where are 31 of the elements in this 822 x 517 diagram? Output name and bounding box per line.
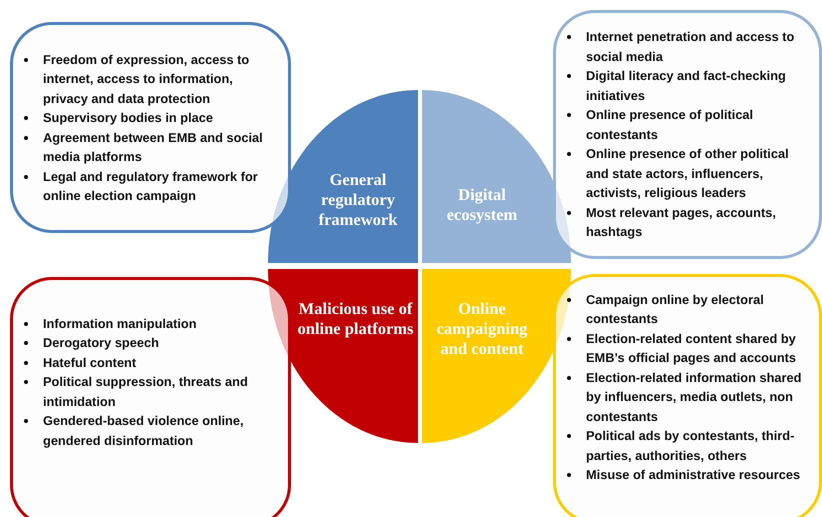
bullet-item: Election-related content shared by EMB’s official pages and accounts: [586, 330, 798, 367]
bullet-card: [10, 22, 291, 233]
bullet-item: Election-related information shared by influencers, media outlets, non contestants: [586, 368, 802, 426]
bullet-item: Most relevant pages, accounts, hashtags: [586, 204, 777, 242]
bullet-item: Online presence of other political and state actors, influencers, activists, religious leaders: [586, 145, 790, 202]
bullet-item: Internet penetration and access to social media: [586, 28, 796, 66]
bullet-card: [553, 10, 822, 259]
bullet-item: Online presence of political contestants: [586, 106, 754, 144]
quadrant-segment: [268, 269, 418, 443]
bullet-item: Political suppression, threats and intimidation: [43, 373, 249, 411]
bullet-item: Political ads by contestants, third-parties, authorities, others: [586, 427, 796, 465]
bullet-item: Agreement between EMB and social media platforms: [43, 128, 264, 166]
segment-label: Digital ecosystem: [446, 185, 518, 225]
bullet-item: Hateful content: [43, 354, 138, 372]
quadrant-segment: [422, 90, 571, 263]
bullet-item: Digital literacy and fact-checking initiatives: [586, 67, 787, 105]
bullet-item: Supervisory bodies in place: [43, 109, 214, 127]
bullet-item: Freedom of expression, access to internet, access to information, privacy and data protection: [43, 50, 250, 108]
bullet-item: Derogatory speech: [43, 334, 160, 352]
segment-label: Online campaigning and content: [436, 299, 528, 359]
bullet-item: Legal and regulatory framework for online election campaign: [43, 168, 259, 205]
quadrant-segment: [422, 269, 571, 443]
segment-label: General regulatory framework: [318, 170, 398, 230]
segment-label: Malicious use of online platforms: [296, 299, 414, 339]
bullet-item: Campaign online by electoral contestants: [586, 290, 765, 328]
quadrant-segment: [268, 90, 418, 263]
bullet-item: Gendered-based violence online, gendered disinformation: [43, 412, 245, 450]
bullet-item: Information manipulation: [43, 314, 198, 333]
bullet-card: [10, 277, 291, 517]
bullet-card: [553, 274, 822, 517]
bullet-item: Misuse of administrative resources: [586, 466, 802, 484]
